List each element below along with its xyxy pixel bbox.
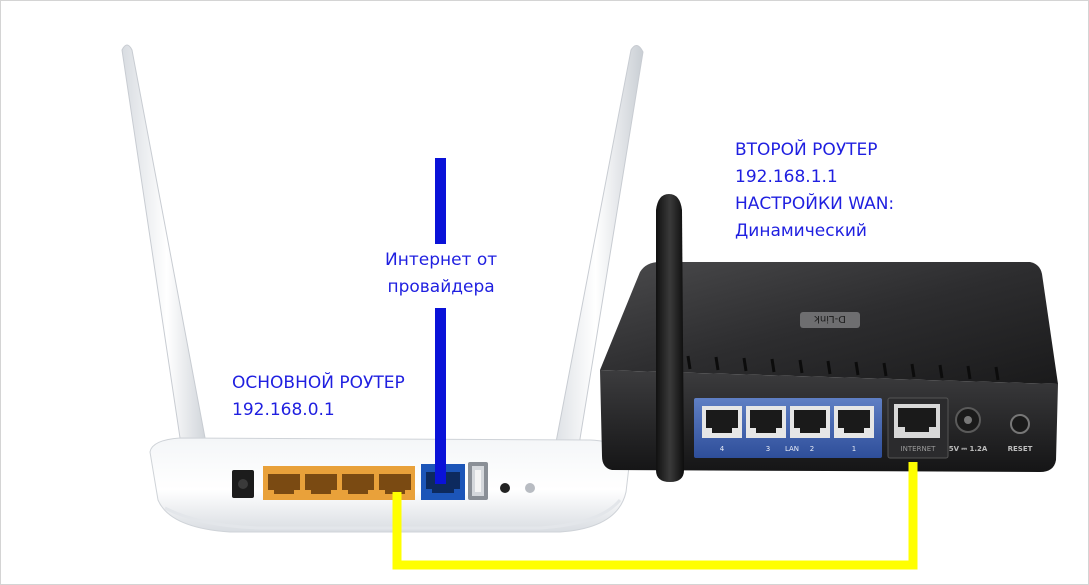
second-router-antenna: [656, 194, 684, 482]
main-router-right-antenna: [547, 45, 644, 489]
second-router-port-1-label: 1: [852, 445, 856, 453]
second-router-reset-label: RESET: [1008, 445, 1033, 453]
second-router-brand-badge: [800, 312, 860, 328]
second-router-label: ВТОРОЙ РОУТЕР 192.168.1.1 НАСТРОЙКИ WAN:…: [735, 137, 894, 245]
second-router-power-label: 5V ⎓ 1.2A: [949, 445, 988, 453]
second-router-port-2-label: 2: [810, 445, 814, 453]
main-router: [121, 44, 644, 533]
second-router-brand: D-Link: [814, 313, 846, 324]
internet-label-line1: Интернет от: [385, 250, 498, 270]
internet-cable-lower: [435, 308, 446, 484]
second-router-internet-label: INTERNET: [901, 445, 937, 453]
internet-cable-upper: [435, 158, 446, 244]
second-router-vents: [658, 354, 1000, 381]
second-router-ip: 192.168.1.1: [735, 167, 838, 187]
second-router-port-4-label: 4: [720, 445, 725, 453]
second-router-wan-settings: НАСТРОЙКИ WAN:: [735, 194, 895, 214]
second-router-title: ВТОРОЙ РОУТЕР: [735, 140, 878, 160]
second-router-reset-button: [1010, 414, 1030, 434]
second-router-port-3-label: 3: [766, 445, 770, 453]
lan-wan-cable: [392, 462, 918, 570]
main-router-lan-ports: [268, 474, 411, 494]
second-router-lan-ports: [702, 406, 874, 438]
second-router-wan-mode: Динамический: [735, 221, 867, 241]
main-router-title: ОСНОВНОЙ РОУТЕР: [232, 373, 405, 393]
main-router-left-antenna: [121, 44, 213, 479]
main-router-label: ОСНОВНОЙ РОУТЕР 192.168.0.1: [232, 370, 405, 424]
main-router-reset-button: [525, 483, 535, 493]
second-router: D-Link 4 3 LAN 2 1: [600, 194, 1058, 482]
main-router-wps-button: [500, 483, 510, 493]
main-router-ip: 192.168.0.1: [232, 400, 335, 420]
internet-label-line2: провайдера: [387, 277, 495, 297]
second-router-lan-label: LAN: [785, 445, 799, 453]
internet-label: Интернет от провайдера: [385, 247, 497, 301]
